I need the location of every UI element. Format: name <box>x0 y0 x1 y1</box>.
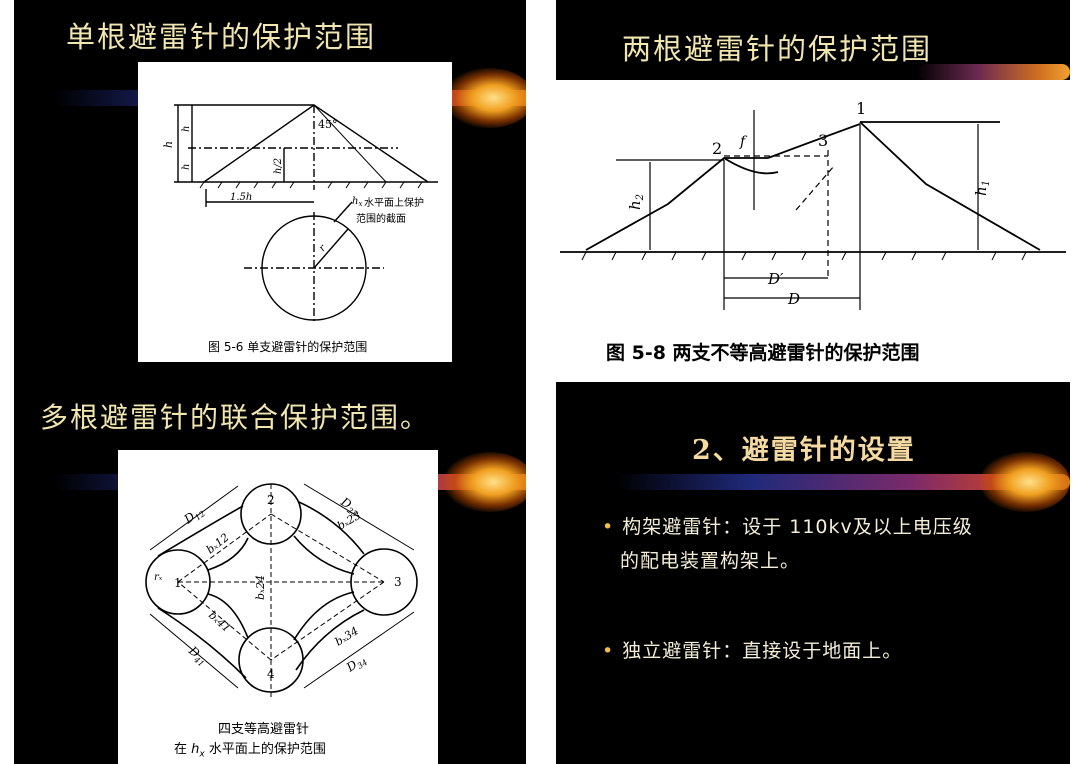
slide-title-multi-rod: 多根避雷针的联合保护范围。 <box>40 401 431 434</box>
circle-label-4: 4 <box>267 667 275 681</box>
figure-5-6: h h h h/2 45° 1.5h hx 水平面上保护 范围的截面 r 图 5… <box>138 62 452 362</box>
label-rx: r <box>317 242 329 254</box>
slide-title-two-rods: 两根避雷针的保护范围 <box>622 32 933 66</box>
figure-four-rods: 1 2 3 4 D12 D23 D34 D41 bₓ12 bₓ23 bₓ34 b… <box>118 450 438 764</box>
circle-label-3: 3 <box>394 575 402 589</box>
rod-label-2: 2 <box>712 139 722 158</box>
label-f: f <box>739 134 748 150</box>
label-rx-four: rₓ <box>154 572 163 583</box>
two-rod-diagram: 1 2 3 f h2 h1 D′ D <box>560 99 1066 310</box>
rod-label-3: 3 <box>818 131 828 150</box>
single-rod-diagram: h h h h/2 45° 1.5h hx 水平面上保护 范围的截面 r <box>162 104 438 324</box>
bullet-1-line1: 构架避雷针：设于 110kv及以上电压级 <box>622 516 973 538</box>
left-slide: 单根避雷针的保护范围 <box>14 0 526 764</box>
bullet-1-line2: 的配电装置构架上。 <box>620 550 801 572</box>
label-hx: h <box>181 164 192 170</box>
label-h: h <box>162 141 175 148</box>
figure-four-caption-2: 在 hx 水平面上的保护范围 <box>174 742 326 760</box>
right-slide: 两根避雷针的保护范围 <box>556 0 1070 764</box>
circle-label-2: 2 <box>267 493 275 507</box>
label-h2: h2 <box>626 194 646 210</box>
label-note-line1: 水平面上保护 <box>364 196 424 209</box>
bullet-frame-rod: •构架避雷针：设于 110kv及以上电压级 的配电装置构架上。 <box>602 510 973 578</box>
label-ha: h <box>181 126 192 132</box>
bullet-2-line1: 独立避雷针：直接设于地面上。 <box>622 640 903 662</box>
label-45-degree: 45° <box>318 118 338 131</box>
label-d: D <box>787 290 800 308</box>
figure-5-8-caption: 图 5-8 两支不等高避雷针的保护范围 <box>606 342 920 364</box>
figure-5-8: 1 2 3 f h2 h1 D′ D 图 5-8 两支不等高避雷针的保护范围 <box>556 80 1070 382</box>
circle-label-1: 1 <box>174 576 182 590</box>
label-h1: h1 <box>972 180 992 196</box>
decor-streak-section <box>616 452 1070 512</box>
label-d-prime: D′ <box>767 270 784 288</box>
label-d41: D41 <box>184 643 210 669</box>
label-hx-note: hx <box>352 196 362 208</box>
label-1-5h: 1.5h <box>230 192 252 203</box>
section-title: 2、避雷针的设置 <box>692 435 916 466</box>
figure-four-caption-1: 四支等高避雷针 <box>218 722 310 737</box>
bullet-standalone-rod: •独立避雷针：直接设于地面上。 <box>602 640 903 662</box>
rod-label-1: 1 <box>856 99 866 118</box>
label-h-half: h/2 <box>273 158 284 174</box>
label-bx34: bₓ34 <box>333 624 361 648</box>
label-note-line2: 范围的截面 <box>356 212 406 225</box>
label-bx23: bₓ23 <box>335 509 363 533</box>
slide-title-single-rod: 单根避雷针的保护范围 <box>66 20 377 54</box>
four-rod-diagram: 1 2 3 4 D12 D23 D34 D41 bₓ12 bₓ23 bₓ34 b… <box>145 483 418 700</box>
decor-streak-top <box>916 64 1070 80</box>
label-d34: D34 <box>343 652 369 677</box>
label-bx41: bₓ41 <box>206 609 233 635</box>
figure-5-6-caption: 图 5-6 单支避雷针的保护范围 <box>208 340 368 354</box>
label-bx24: bₓ24 <box>254 575 267 600</box>
